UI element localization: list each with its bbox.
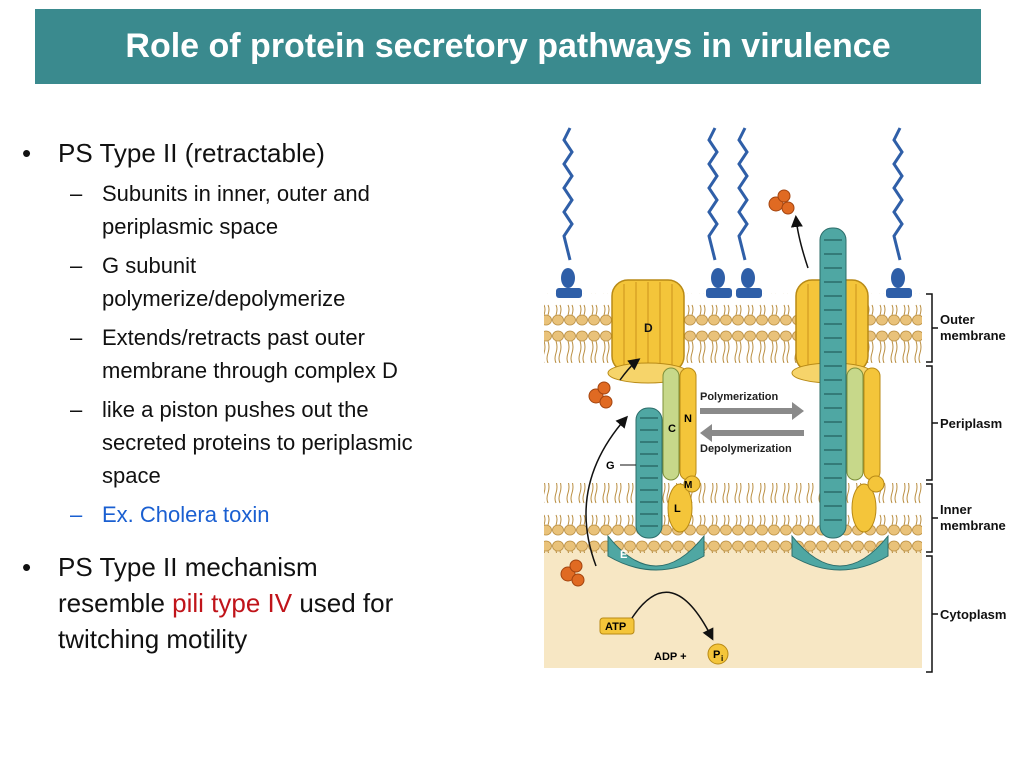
bullet-ps-type-ii: • PS Type II (retractable)	[22, 135, 512, 171]
label-pi-sub: i	[721, 654, 723, 663]
pilus-left: C N M L E G	[606, 367, 705, 571]
sub-bullet-example: – Ex. Cholera toxin	[22, 498, 512, 531]
label-depolymerization: Depolymerization	[700, 443, 792, 455]
pilus-right	[791, 227, 889, 571]
toxin-proteins	[560, 189, 795, 587]
label-cytoplasm: Cytoplasm	[940, 607, 1006, 622]
bullet-text: used for	[292, 588, 394, 618]
label-inner-2: membrane	[940, 518, 1006, 533]
dash: –	[70, 181, 83, 206]
sub-bullet-text: polymerize/depolymerize	[102, 286, 346, 311]
bullet-mechanism: • PS Type II mechanism resemble pili typ…	[22, 549, 512, 657]
sub-bullet-text: secreted proteins to periplasmic	[102, 430, 413, 455]
sub-bullet-text: G subunit	[102, 253, 197, 278]
sub-bullet: – like a piston pushes out the secreted …	[22, 393, 512, 492]
sub-bullet-text: like a piston pushes out the	[102, 397, 369, 422]
secretion-diagram: D C N M L E G Polymerization	[544, 127, 1006, 673]
sub-bullet-text: space	[102, 463, 161, 488]
sub-bullet: – G subunit polymerize/depolymerize	[22, 249, 512, 315]
polymerization-arrows: Polymerization Depolymerization	[700, 391, 804, 455]
compartment-labels: Outer membrane Periplasm Inner membrane …	[940, 312, 1006, 622]
label-pi: P	[713, 649, 720, 661]
label-d: D	[644, 321, 653, 335]
label-periplasm: Periplasm	[940, 416, 1002, 431]
bullet-text: PS Type II mechanism	[58, 552, 318, 582]
sub-bullet-text: Ex. Cholera toxin	[102, 502, 270, 527]
dash: –	[70, 502, 83, 527]
atp-hydrolysis: ATP ADP + P i	[599, 591, 729, 665]
label-n: N	[684, 413, 692, 425]
complex-d-left: D	[607, 279, 689, 384]
dash: –	[70, 325, 83, 350]
bullet-content: • PS Type II (retractable) – Subunits in…	[22, 135, 512, 657]
label-m: M	[684, 480, 692, 491]
label-atp: ATP	[605, 621, 626, 633]
label-g: G	[606, 460, 615, 472]
sub-bullet-text: periplasmic space	[102, 214, 279, 239]
bullet-text: twitching motility	[58, 624, 248, 654]
label-inner-1: Inner	[940, 502, 972, 517]
compartment-brackets	[926, 293, 938, 673]
sub-bullet-text: Extends/retracts past outer	[102, 325, 365, 350]
dash: –	[70, 253, 83, 278]
label-outer-2: membrane	[940, 328, 1006, 343]
lps-heads	[556, 268, 912, 298]
label-l: L	[674, 503, 681, 515]
bullet-dot: •	[22, 552, 32, 582]
sub-bullet-text: membrane through complex D	[102, 358, 398, 383]
sub-bullet: – Extends/retracts past outer membrane t…	[22, 321, 512, 387]
highlight-text: pili type IV	[172, 588, 293, 618]
slide-title: Role of protein secretory pathways in vi…	[125, 27, 891, 65]
dash: –	[70, 397, 83, 422]
label-e: E	[620, 549, 627, 561]
label-polymerization: Polymerization	[700, 391, 779, 403]
title-bar: Role of protein secretory pathways in vi…	[35, 9, 981, 84]
bullet-dot: •	[22, 138, 32, 168]
bullet-text: resemble	[58, 588, 173, 618]
transport-arrows	[585, 215, 809, 567]
label-adp: ADP +	[654, 651, 687, 663]
sub-bullet-text: Subunits in inner, outer and	[102, 181, 370, 206]
label-outer-1: Outer	[940, 312, 975, 327]
label-c: C	[668, 423, 676, 435]
lps-chains	[562, 127, 904, 261]
bullet-text: PS Type II (retractable)	[58, 138, 325, 168]
sub-bullet: – Subunits in inner, outer and periplasm…	[22, 177, 512, 243]
